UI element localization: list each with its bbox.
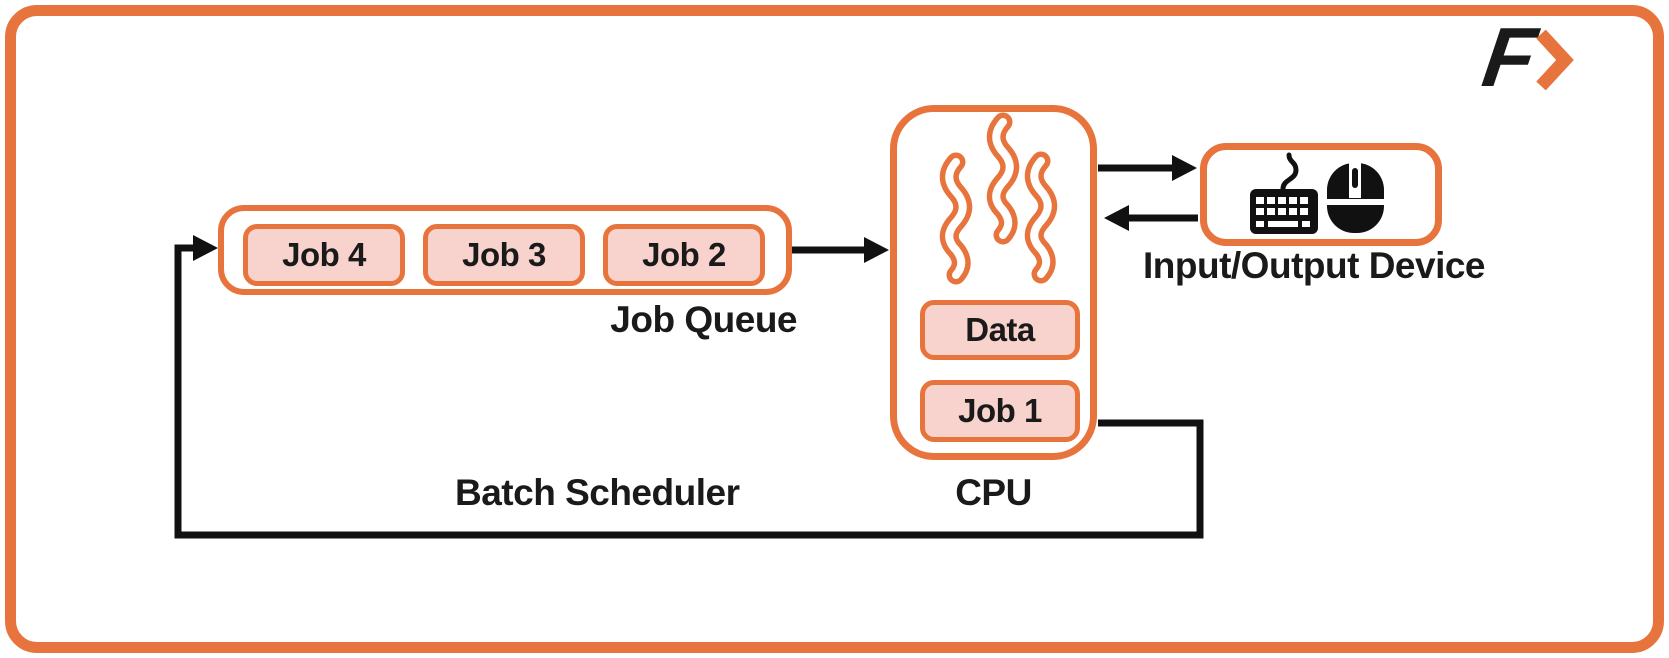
batch-scheduler-label: Batch Scheduler xyxy=(455,472,740,513)
job-1-label: Job 1 xyxy=(958,392,1042,429)
job-4-box: Job 4 xyxy=(243,224,405,286)
cpu-box: Data Job 1 xyxy=(890,105,1097,460)
job-3-box: Job 3 xyxy=(423,224,585,286)
io-device-box xyxy=(1200,143,1442,246)
job-2-label: Job 2 xyxy=(642,236,726,273)
data-slot: Data xyxy=(920,300,1080,360)
outer-frame xyxy=(5,5,1664,653)
cpu-label: CPU xyxy=(955,472,1032,513)
io-device-label: Input/Output Device xyxy=(1143,245,1486,286)
data-label: Data xyxy=(965,311,1035,348)
job-2-box: Job 2 xyxy=(603,224,765,286)
job-3-label: Job 3 xyxy=(462,236,546,273)
job-1-slot: Job 1 xyxy=(920,380,1080,442)
job-4-label: Job 4 xyxy=(282,236,366,273)
job-queue-label: Job Queue xyxy=(610,299,797,340)
job-queue-box: Job 4 Job 3 Job 2 xyxy=(218,205,792,295)
